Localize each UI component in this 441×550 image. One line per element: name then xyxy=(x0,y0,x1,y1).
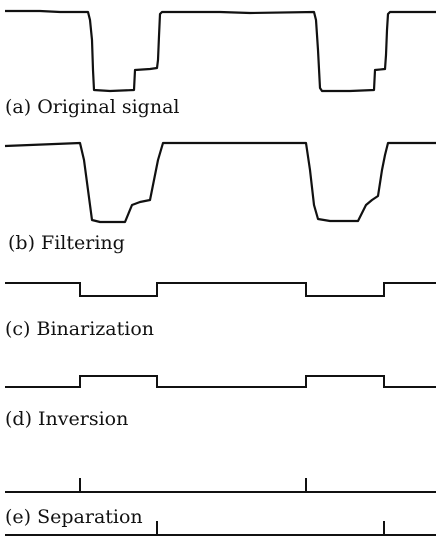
binarized-signal-waveform xyxy=(5,282,436,297)
caption-inversion: (d) Inversion xyxy=(5,408,128,430)
caption-binarization: (c) Binarization xyxy=(5,318,154,340)
caption-filtering: (b) Filtering xyxy=(8,232,125,254)
caption-separation: (e) Separation xyxy=(5,506,143,528)
inverted-signal-waveform xyxy=(5,375,436,388)
filtered-signal-waveform xyxy=(4,141,436,224)
caption-original-signal: (a) Original signal xyxy=(5,96,179,118)
original-signal-waveform xyxy=(5,9,436,93)
